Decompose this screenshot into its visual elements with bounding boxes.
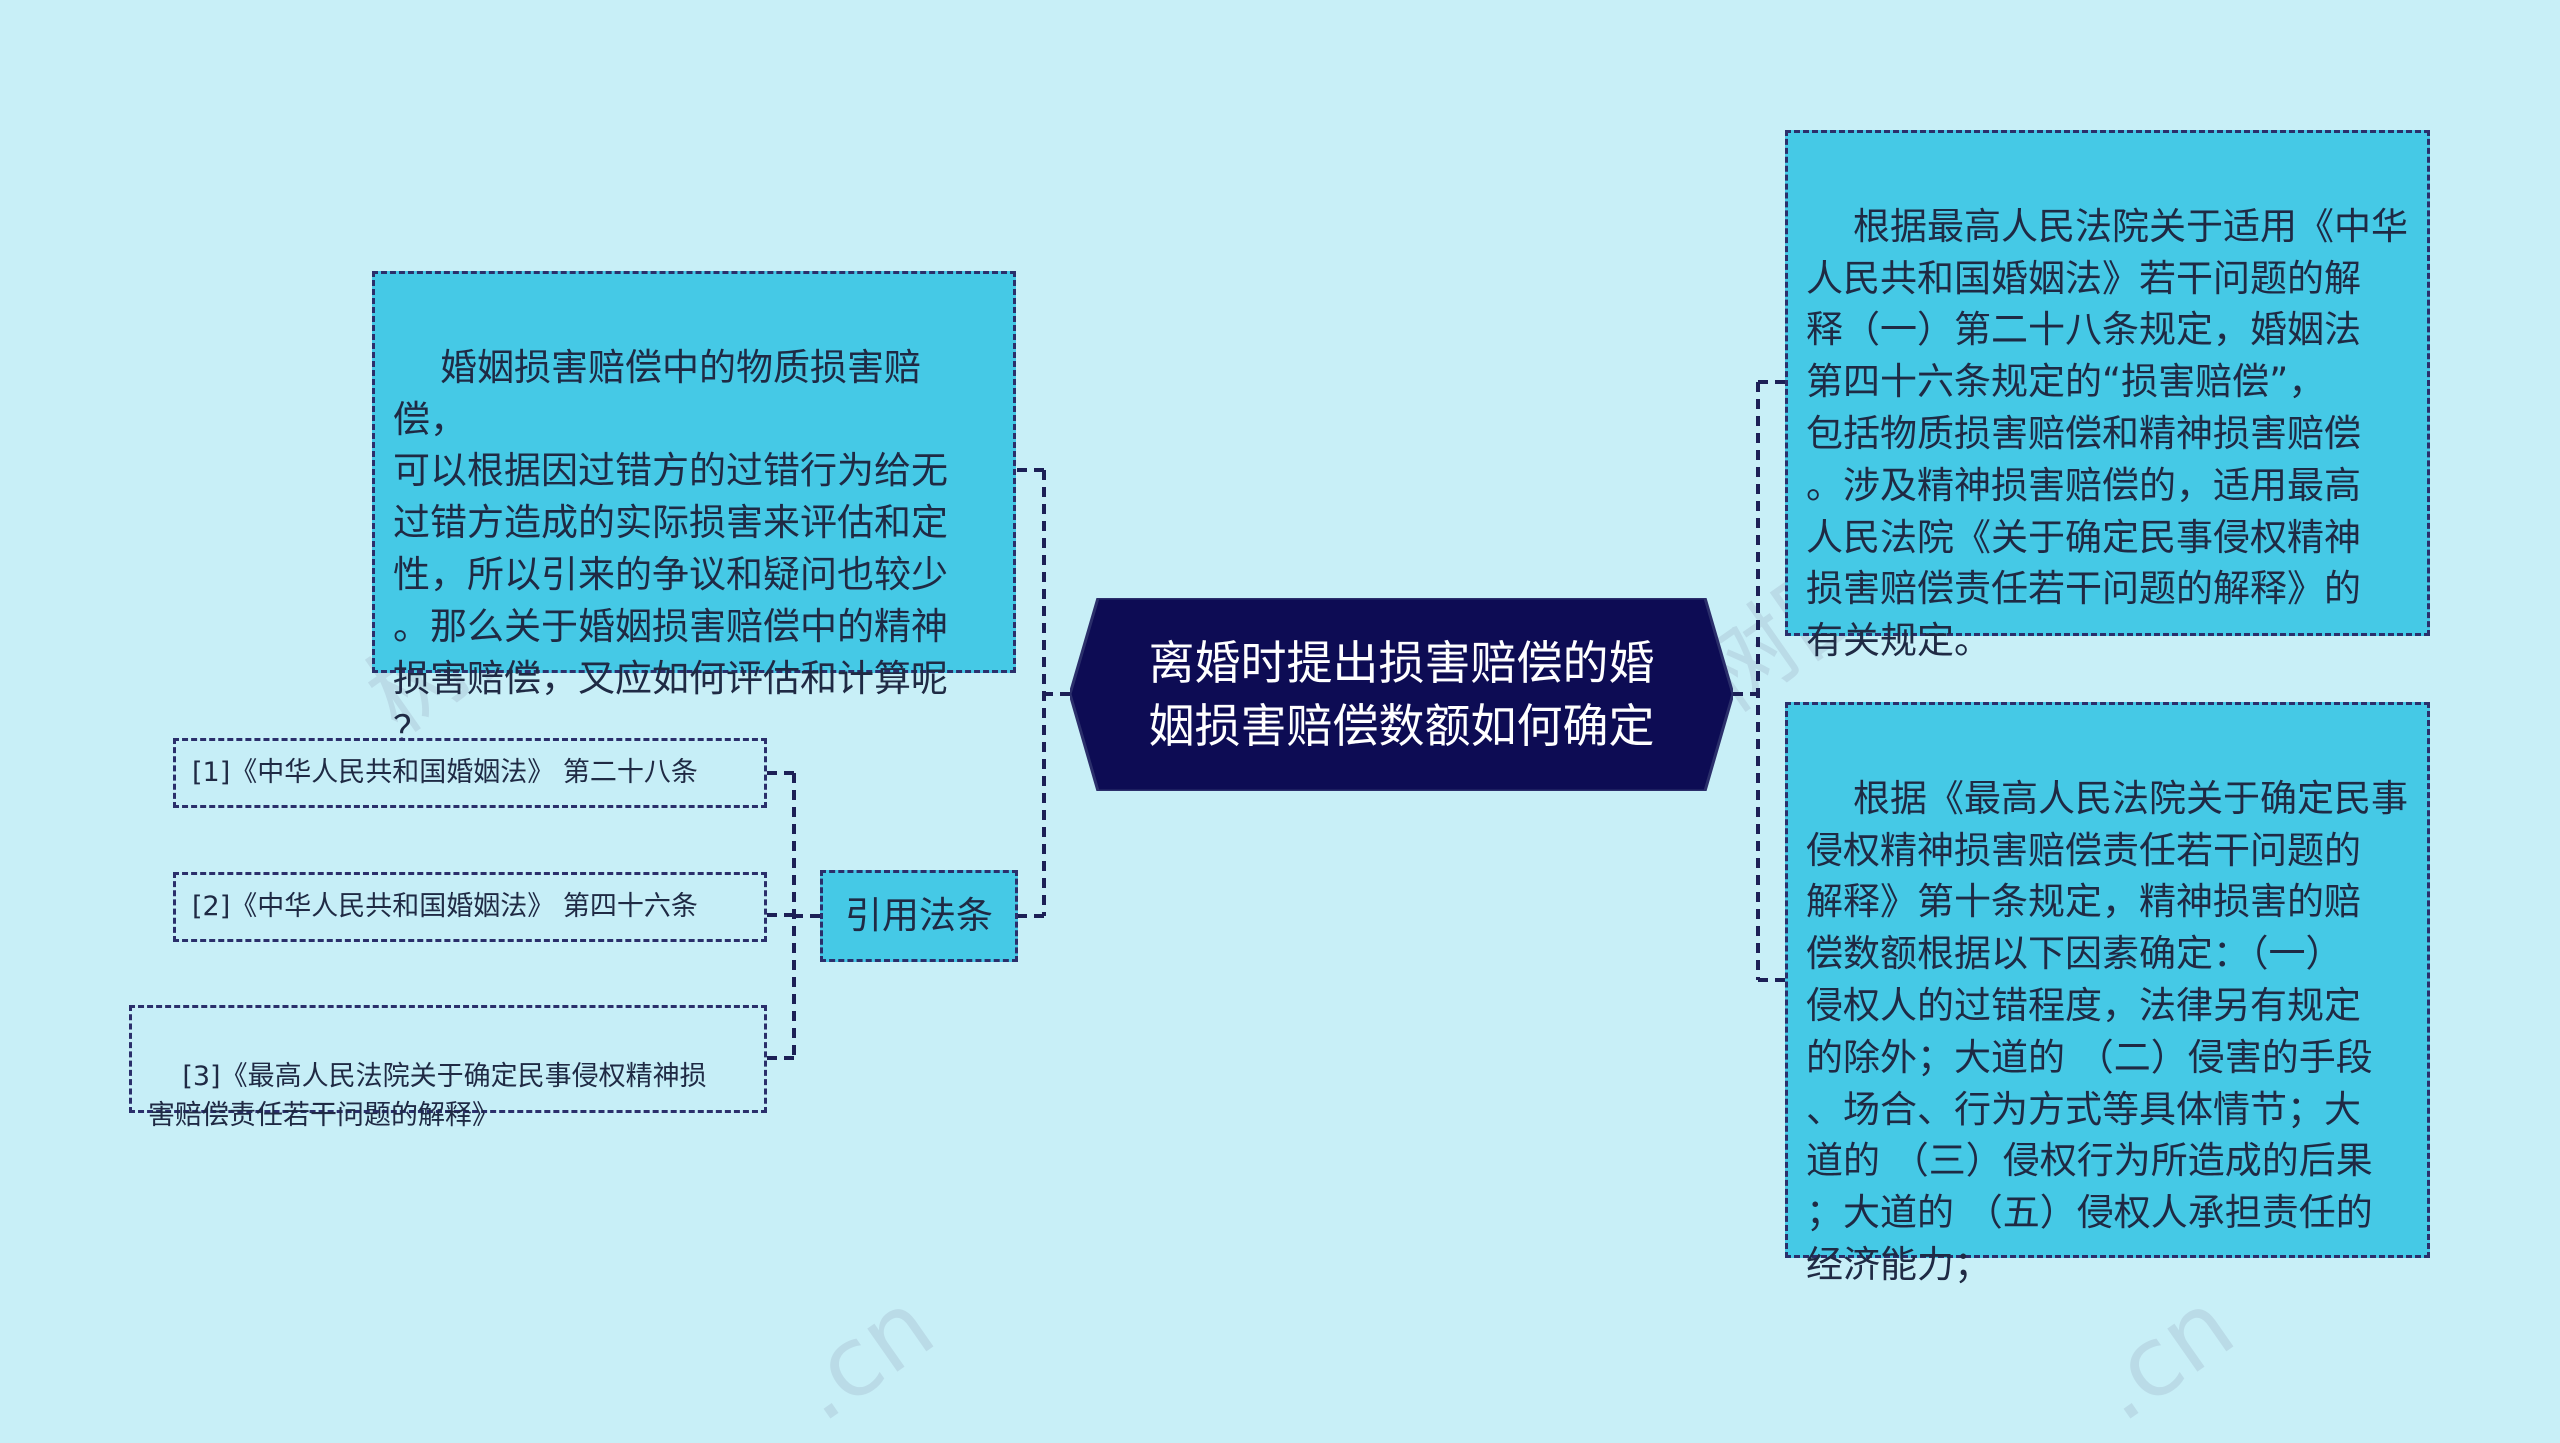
- citations-label: 引用法条: [845, 894, 993, 938]
- question-topic[interactable]: 婚姻损害赔偿中的物质损害赔偿， 可以根据因过错方的过错行为给无 过错方造成的实际…: [372, 271, 1016, 751]
- citation-text: [1]《中华人民共和国婚姻法》 第二十八条: [192, 757, 698, 789]
- citation-text: [2]《中华人民共和国婚姻法》 第四十六条: [192, 891, 698, 923]
- connector-right-trunk: [1733, 382, 1760, 980]
- connector-left-trunk: [1042, 470, 1070, 916]
- interpretation-topic[interactable]: 根据最高人民法院关于适用《中华 人民共和国婚姻法》若干问题的解 释（一）第二十八…: [1785, 130, 2430, 662]
- citation-item[interactable]: [1]《中华人民共和国婚姻法》 第二十八条: [173, 738, 767, 808]
- connector-lines: [767, 380, 1785, 1060]
- connector-citations-trunk: [792, 773, 820, 1058]
- central-topic-title: 离婚时提出损害赔偿的婚 姻损害赔偿数额如何确定: [1148, 636, 1655, 753]
- interpretation-text: 根据最高人民法院关于适用《中华 人民共和国婚姻法》若干问题的解 释（一）第二十八…: [1806, 204, 2409, 663]
- citation-item[interactable]: [2]《中华人民共和国婚姻法》 第四十六条: [173, 872, 767, 942]
- central-topic[interactable]: 离婚时提出损害赔偿的婚 姻损害赔偿数额如何确定: [1070, 598, 1733, 791]
- citation-text: [3]《最高人民法院关于确定民事侵权精神损 害赔偿责任若干问题的解释》: [148, 1061, 707, 1132]
- mind-map-canvas: 树图 shutu 树图 shutu .cn .cn 离婚时提出损害赔偿的婚 姻损…: [129, 130, 2430, 1443]
- citations-topic[interactable]: 引用法条: [820, 870, 1018, 962]
- question-text: 婚姻损害赔偿中的物质损害赔偿， 可以根据因过错方的过错行为给无 过错方造成的实际…: [393, 345, 948, 752]
- central-topic-shape: [1070, 598, 1733, 791]
- citation-item[interactable]: [3]《最高人民法院关于确定民事侵权精神损 害赔偿责任若干问题的解释》: [129, 1005, 767, 1131]
- compensation-factors-topic[interactable]: 根据《最高人民法院关于确定民事 侵权精神损害赔偿责任若干问题的 解释》第十条规定…: [1785, 702, 2430, 1286]
- compensation-factors-text: 根据《最高人民法院关于确定民事 侵权精神损害赔偿责任若干问题的 解释》第十条规定…: [1806, 776, 2409, 1286]
